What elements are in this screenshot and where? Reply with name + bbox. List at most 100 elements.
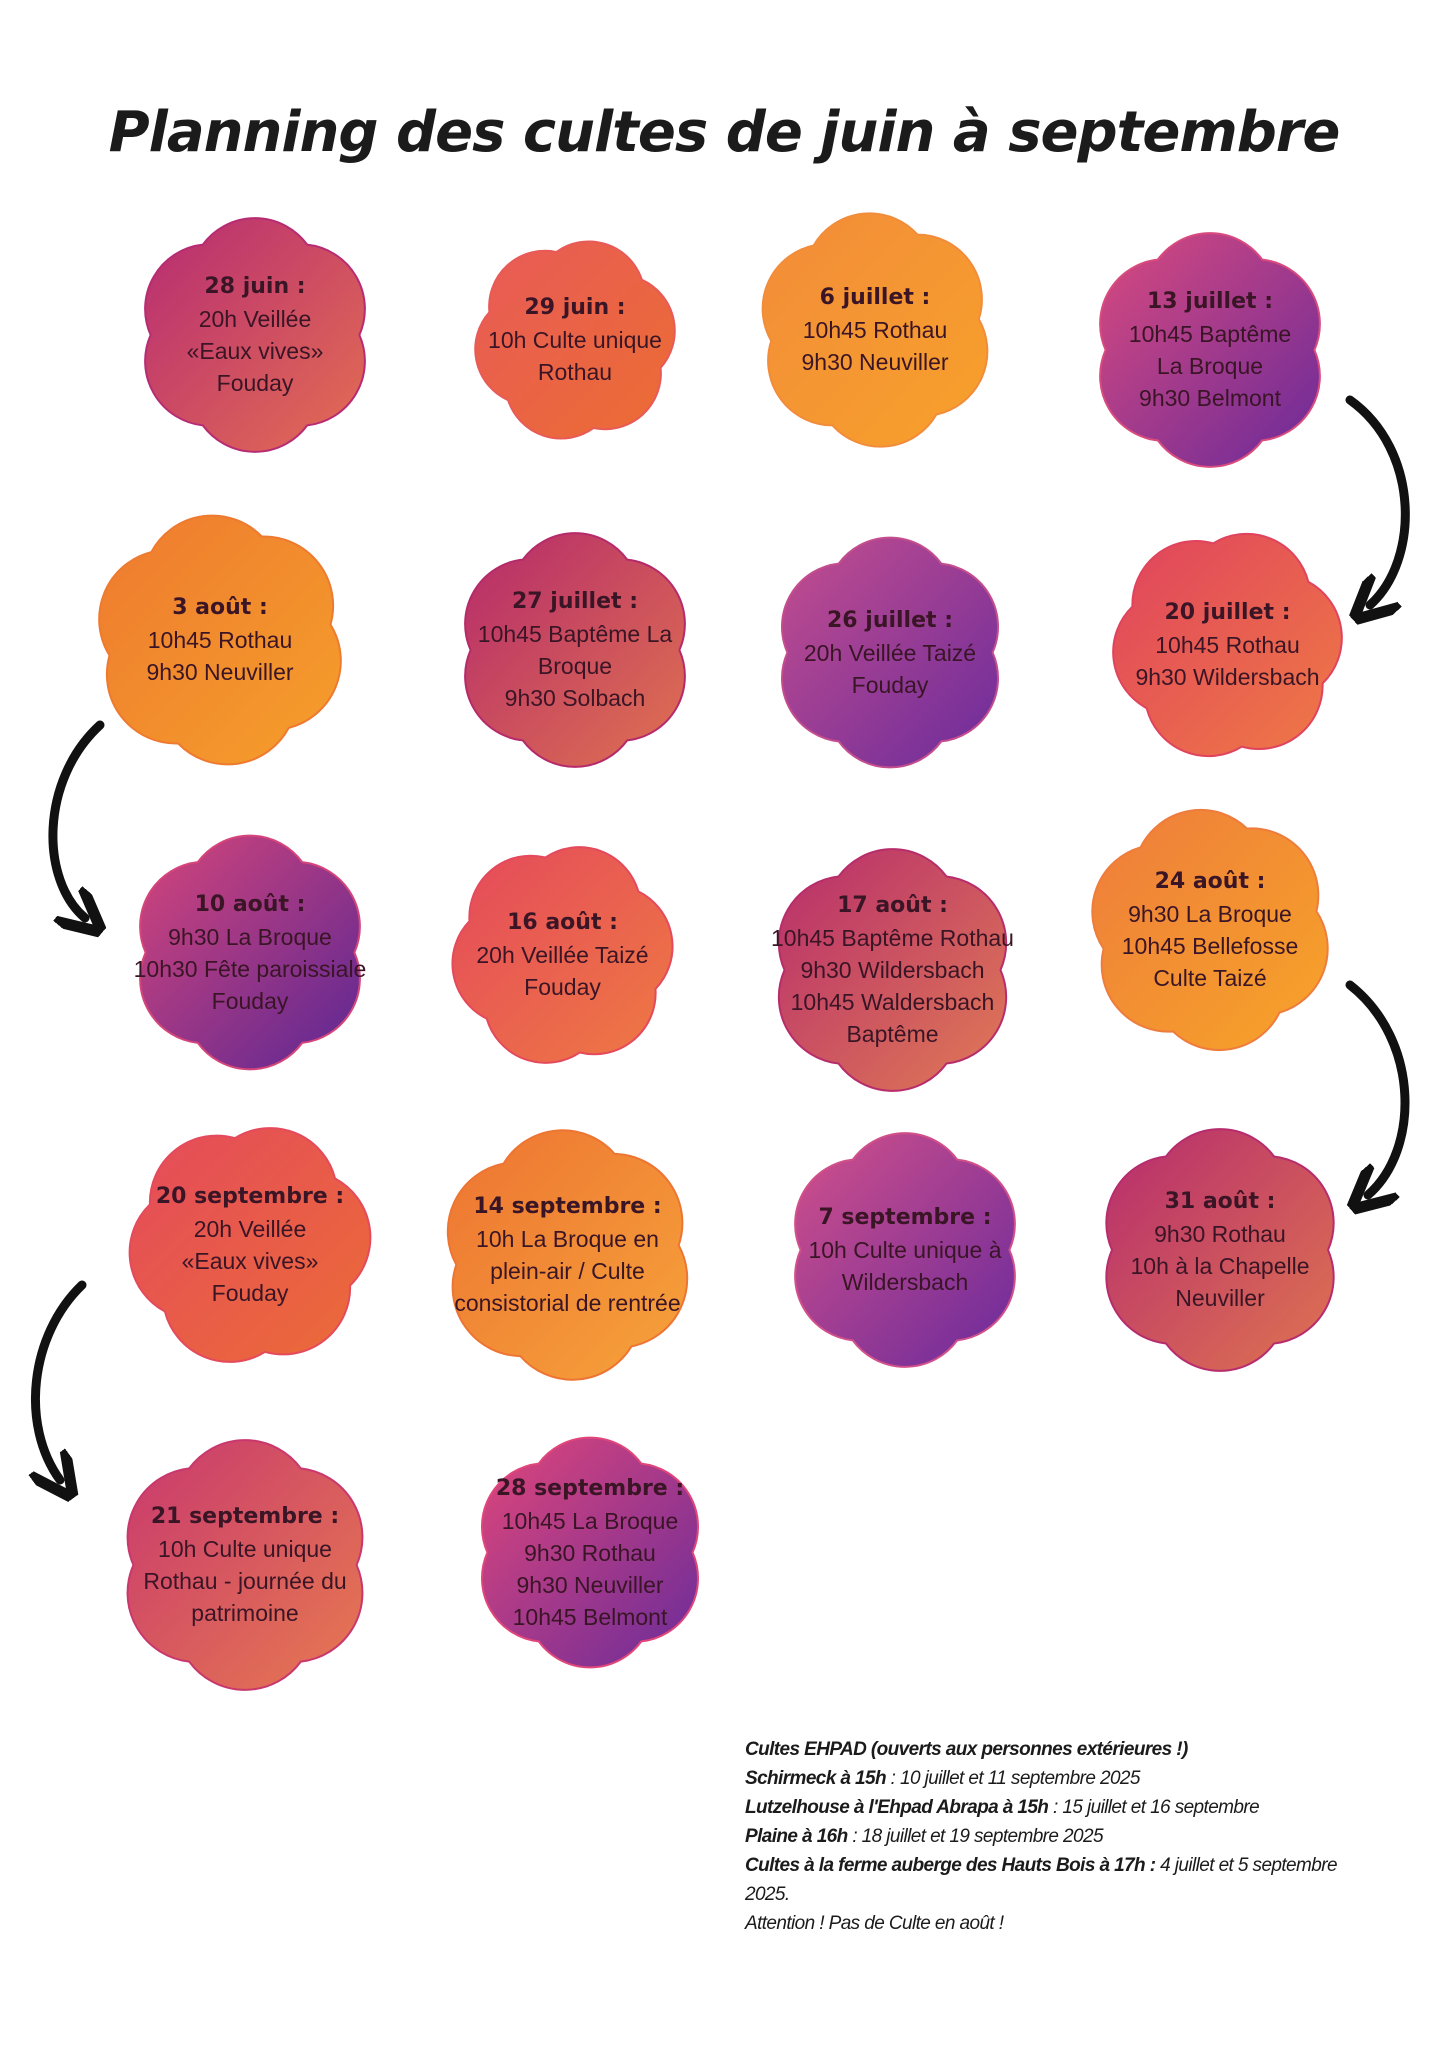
flower-line: 20h Veillée	[193, 1216, 307, 1242]
flower-line: Baptême	[846, 1021, 939, 1047]
flower-line: Wildersbach	[841, 1269, 969, 1295]
flower-line: 9h30 Neuviller	[146, 659, 294, 685]
flower-line: Fouday	[211, 987, 289, 1014]
flower-date: 21 septembre :	[150, 1504, 340, 1529]
flower-line: 10h Culte unique	[488, 327, 662, 353]
flower-card: 6 juillet : 10h45 Rothau 9h30 Neuviller	[730, 185, 1020, 475]
flower-date: 14 septembre :	[473, 1194, 662, 1219]
flower-text: 7 septembre : 10h Culte unique à Wildersba…	[760, 1105, 1050, 1395]
flower-line: 9h30 Neuviller	[801, 349, 949, 375]
flower-line: 20h Veillée	[198, 306, 312, 332]
flower-shape	[761, 212, 989, 448]
flower-line: 20h Veillée Taizé	[476, 942, 649, 968]
flower-line: 10h45 Belmont	[512, 1603, 668, 1630]
flower-date: 3 août :	[172, 595, 268, 620]
flower-line: Neuviller	[1175, 1285, 1265, 1311]
flower-date: 6 juillet :	[819, 285, 931, 310]
flower-line: 10h45 Bellefosse	[1121, 933, 1299, 959]
flower-text: 28 juin :20h Veillée«Eaux vives»Fouday	[110, 190, 400, 480]
flower-line: «Eaux vives»	[181, 1248, 319, 1274]
flower-line: 10h45 La Broque	[501, 1507, 679, 1534]
flower-shape	[139, 834, 361, 1071]
arrow-13juillet-to-20juillet	[1350, 395, 1410, 605]
flower-shape	[794, 1132, 1016, 1368]
flower-line: 10h Culte unique	[158, 1536, 332, 1562]
flower-line: «Eaux vives»	[186, 338, 324, 364]
arrow-20sept-to-21sept	[35, 1280, 87, 1480]
flower-line: Fouday	[216, 370, 294, 396]
flower-card: 7 septembre : 10h Culte unique à Wildersba…	[760, 1105, 1050, 1395]
flower-line: 9h30 Solbach	[504, 685, 646, 711]
flower-shape	[98, 514, 342, 766]
flower-text: 6 juillet : 10h45 Rothau 9h30 Neuviller	[730, 185, 1020, 475]
flower-date: 29 juin :	[524, 295, 626, 320]
flower-line: 9h30 Rothau	[524, 1539, 656, 1566]
flower-shape	[128, 1127, 372, 1363]
flower-shape	[1099, 232, 1321, 468]
flower-line: Fouday	[211, 1280, 289, 1306]
flower-line: 10h à la Chapelle	[1130, 1253, 1310, 1279]
flower-date: 7 septembre :	[818, 1205, 992, 1230]
flower-shape	[451, 846, 674, 1064]
page-title: Planning des cultes de juin à septembre	[108, 100, 1341, 165]
flower-text: 28 septembre : 10h45 La Broque 9h30 Rothau…	[445, 1410, 735, 1695]
notes-item: Cultes à la ferme auberge des Hauts Bois…	[745, 1855, 1338, 1905]
flower-line: 9h30 Rothau	[1154, 1221, 1286, 1247]
flower-line: 9h30 Belmont	[1139, 385, 1281, 411]
flower-card: 28 juin :20h Veillée«Eaux vives»Fouday	[110, 190, 400, 480]
ehpad-notes: Cultes EHPAD (ouverts aux personnes exté…	[745, 1735, 1385, 1938]
flower-shape	[777, 848, 1008, 1092]
flower-card: 3 août : 10h45 Rothau 9h30 Neuviller	[65, 485, 375, 795]
flower-line: 10h45 Baptême La	[477, 621, 673, 647]
flower-line: patrimoine	[191, 1600, 299, 1626]
notes-warning: Attention ! Pas de Culte en août !	[745, 1913, 1004, 1934]
flower-shape	[1112, 532, 1343, 758]
flower-line: 10h45 Rothau	[147, 627, 293, 653]
flower-line: 10h45 Rothau	[1155, 632, 1300, 658]
notes-item: Lutzelhouse à l'Ehpad Abrapa à 15h : 15 …	[745, 1797, 1260, 1818]
flower-line: Culte Taizé	[1153, 965, 1267, 991]
flower-shape	[464, 532, 686, 768]
flower-date: 26 juillet :	[827, 607, 953, 633]
flower-line: Fouday	[851, 671, 929, 698]
flower-line: consistorial de rentrée	[454, 1290, 681, 1316]
flower-date: 17 août :	[837, 893, 948, 918]
flower-date: 27 juillet :	[512, 589, 638, 614]
flower-line: 9h30 Neuviller	[516, 1571, 664, 1598]
flower-date: 16 août :	[507, 910, 618, 935]
flower-line: 9h30 Wildersbach	[800, 957, 985, 983]
flower-line: 20h Veillée Taizé	[803, 639, 977, 666]
flower-date: 20 septembre :	[155, 1184, 345, 1209]
flower-line: 10h Culte unique à	[808, 1237, 1002, 1263]
notes-heading: Cultes EHPAD (ouverts aux personnes exté…	[745, 1739, 1188, 1760]
flower-shape	[1091, 808, 1329, 1052]
flower-line: Rothau	[537, 359, 613, 385]
flower-date: 24 août :	[1154, 869, 1266, 894]
flower-shape	[144, 217, 366, 453]
flower-line: 10h45 Baptême	[1128, 321, 1292, 347]
flower-shape	[480, 1436, 700, 1669]
flower-date: 10 août :	[194, 891, 306, 917]
flower-date: 28 septembre :	[495, 1475, 685, 1501]
arrow-3aout-to-10aout	[48, 720, 100, 918]
flower-line: 10h45 Rothau	[802, 317, 948, 343]
